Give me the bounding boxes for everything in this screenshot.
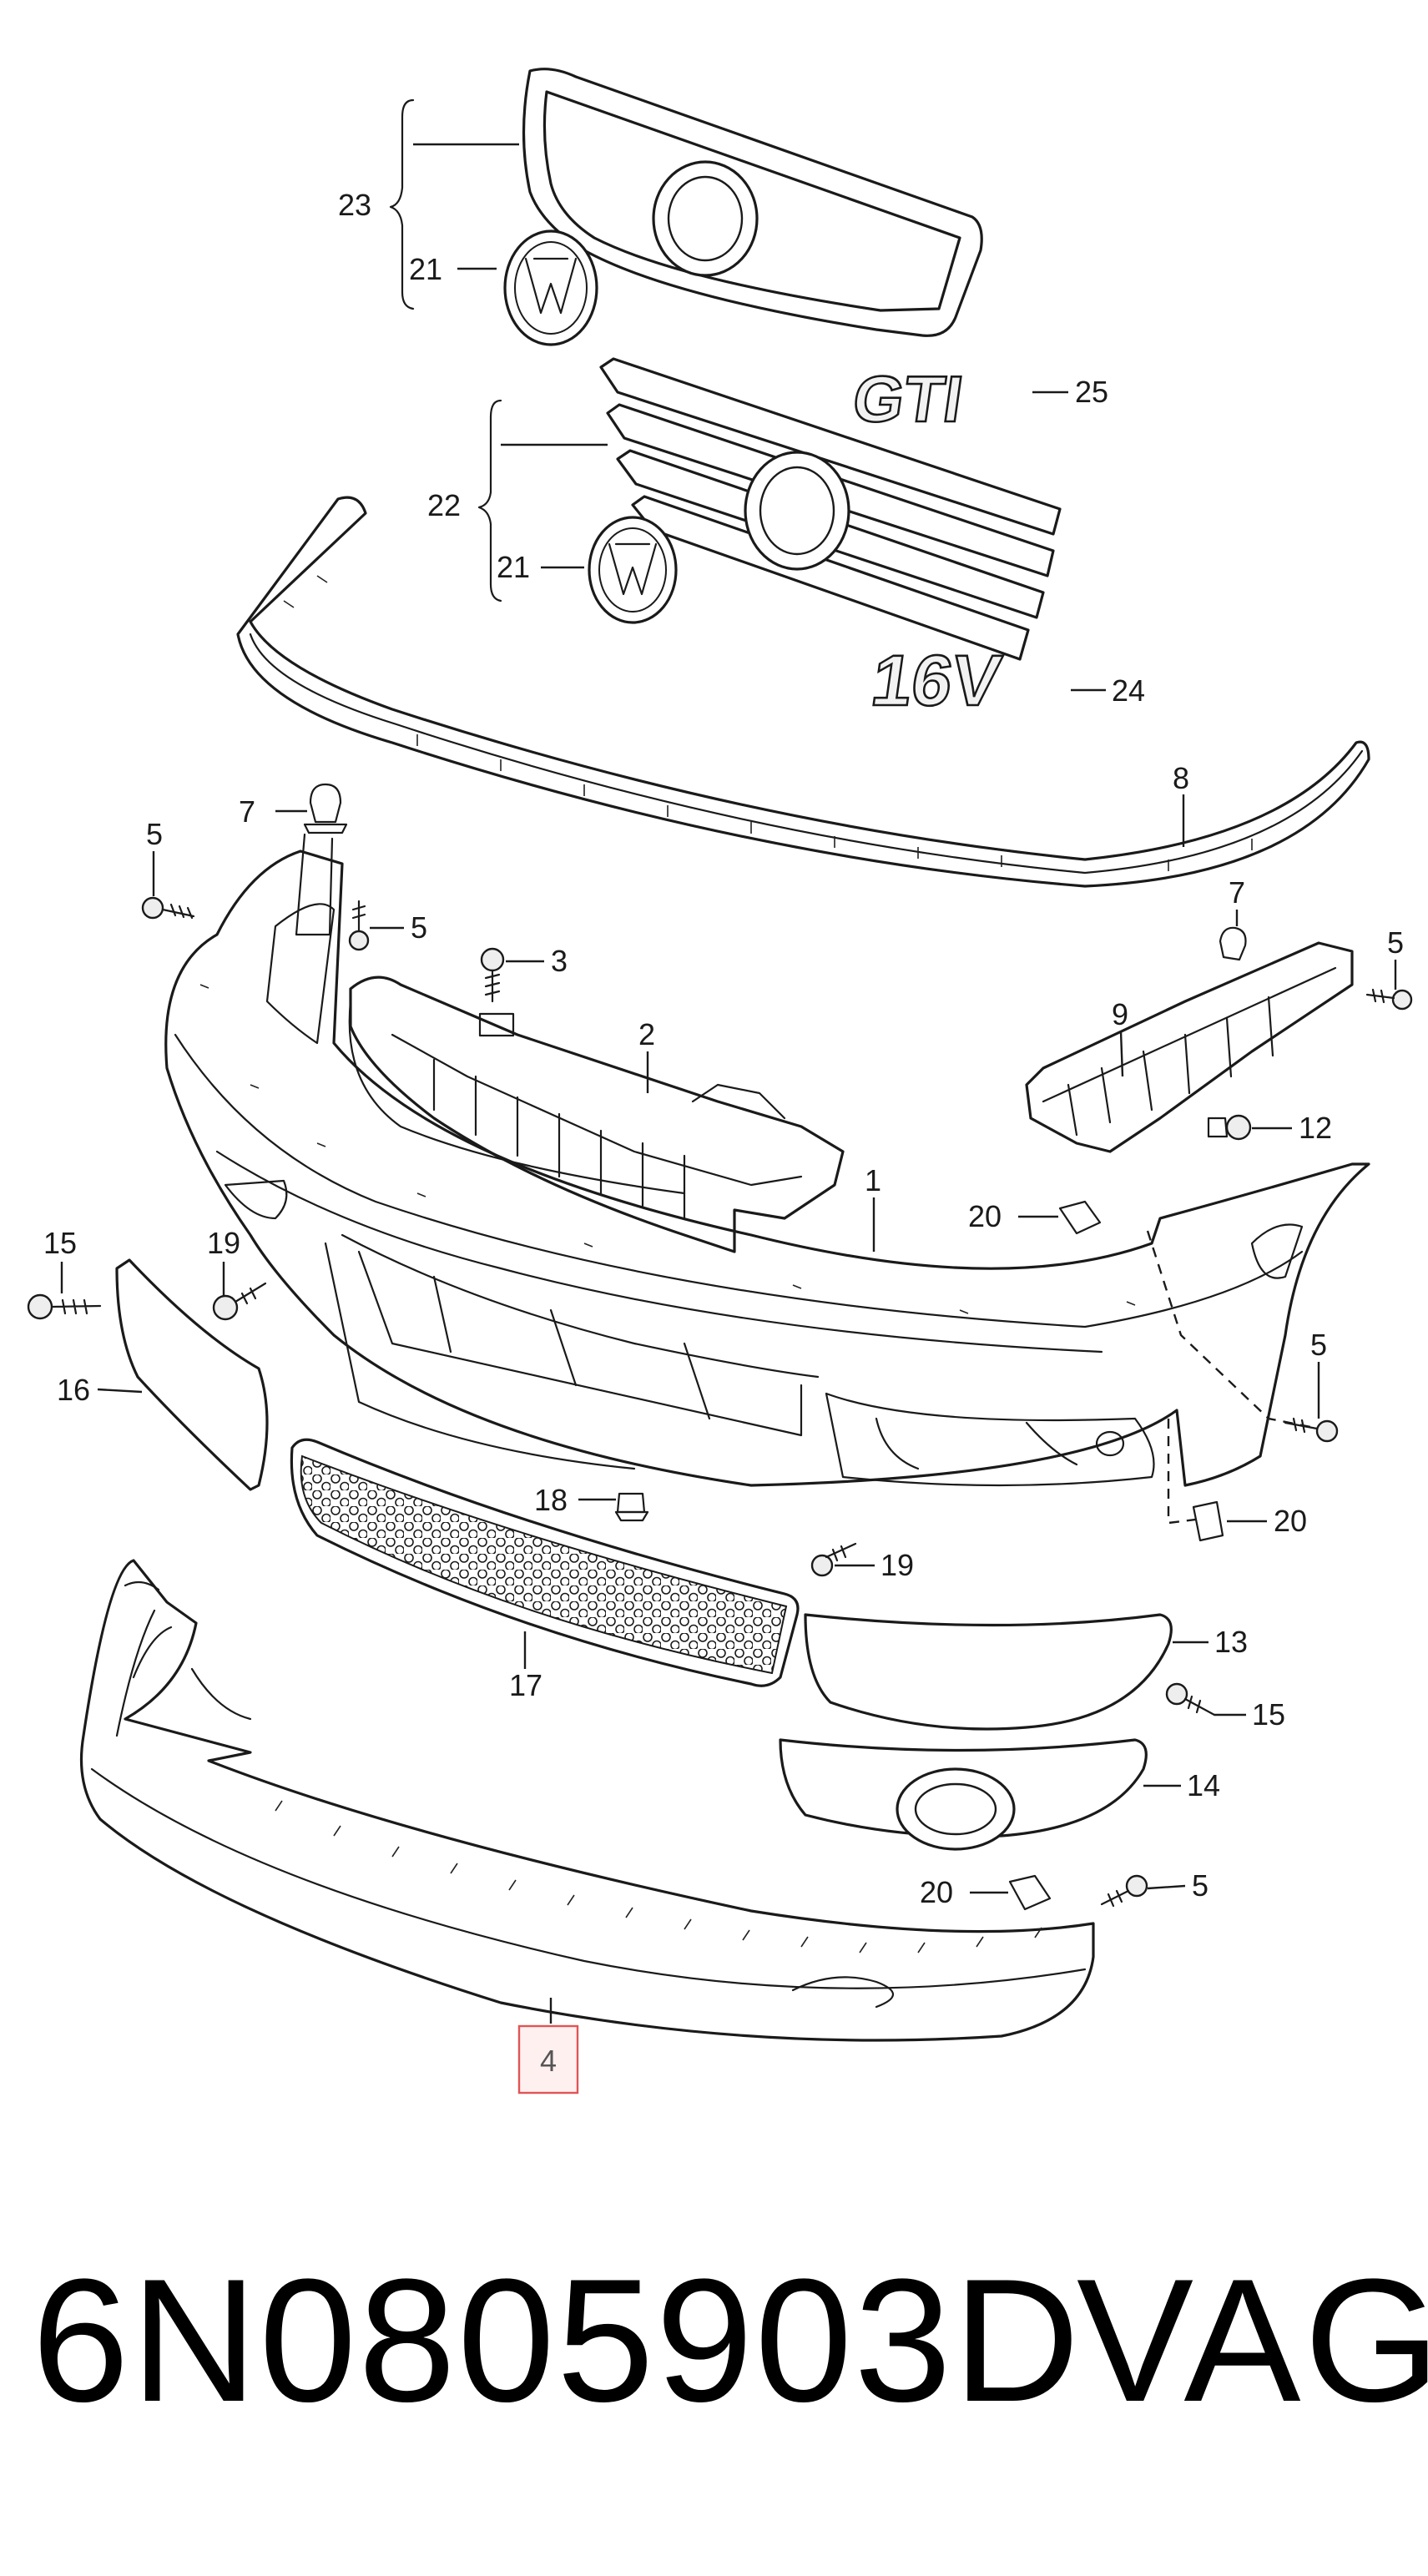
screw-part-19b bbox=[810, 1542, 857, 1577]
side-bracket-part-9 bbox=[1025, 941, 1354, 1153]
callout-4: 4 bbox=[540, 2044, 557, 2078]
callout-19b: 19 bbox=[881, 1548, 914, 1582]
clip-part-7 bbox=[295, 783, 348, 936]
leader-lines bbox=[60, 98, 1397, 2024]
screw-part-15b bbox=[1165, 1682, 1216, 1716]
screw-part-5c bbox=[1365, 988, 1413, 1011]
callout-7: 7 bbox=[239, 794, 255, 829]
callout-3: 3 bbox=[551, 944, 568, 978]
callout-17: 17 bbox=[509, 1668, 542, 1702]
front-spoiler-part-4 bbox=[79, 1559, 1095, 2042]
screw-part-5b bbox=[348, 900, 370, 951]
callout-13: 13 bbox=[1214, 1625, 1248, 1659]
callout-2: 2 bbox=[638, 1017, 655, 1051]
side-grille-part-16 bbox=[115, 1258, 269, 1491]
highlight-box-part-4 bbox=[517, 2024, 579, 2095]
callout-19: 19 bbox=[207, 1226, 240, 1260]
slat-grille-part-22 bbox=[599, 357, 1062, 661]
callout-5e: 5 bbox=[1192, 1868, 1209, 1903]
callout-5b: 5 bbox=[411, 910, 427, 945]
16v-badge-text: 16V bbox=[867, 641, 1007, 721]
callout-21b: 21 bbox=[497, 550, 530, 584]
callout-labels: 23 21 25 22 21 24 8 7 5 5 3 2 7 5 9 12 1… bbox=[43, 188, 1404, 2095]
assembly-line bbox=[1146, 1230, 1311, 1429]
mesh-grille-part-13 bbox=[804, 1613, 1173, 1731]
screw-part-15a bbox=[27, 1293, 102, 1320]
assembly-line-2 bbox=[1167, 1419, 1203, 1525]
exploded-parts-diagram: GTI 16V bbox=[27, 68, 1413, 2095]
callout-5d: 5 bbox=[1310, 1328, 1327, 1362]
nut-part-20c bbox=[1008, 1874, 1052, 1911]
trim-strip-part-8 bbox=[236, 496, 1370, 888]
callout-23: 23 bbox=[338, 188, 371, 222]
callout-9: 9 bbox=[1112, 997, 1128, 1031]
clip-part-7b bbox=[1219, 926, 1247, 961]
nut-part-20b bbox=[1192, 1500, 1224, 1542]
screw-part-3 bbox=[480, 947, 505, 1003]
center-bracket-part-2 bbox=[349, 975, 845, 1253]
part-number: 6N0805903D bbox=[32, 2242, 1082, 2438]
callout-20: 20 bbox=[968, 1199, 1002, 1233]
callout-1: 1 bbox=[865, 1163, 881, 1197]
callout-15: 15 bbox=[43, 1226, 77, 1260]
gti-badge-part-25: GTI bbox=[847, 361, 968, 436]
callout-7b: 7 bbox=[1229, 875, 1245, 910]
16v-badge-part-24: 16V bbox=[865, 640, 1007, 722]
callout-15b: 15 bbox=[1252, 1697, 1285, 1732]
gti-badge-text: GTI bbox=[849, 362, 967, 436]
callout-20b: 20 bbox=[1274, 1504, 1307, 1538]
callout-14: 14 bbox=[1187, 1768, 1220, 1802]
screw-part-5d bbox=[1284, 1417, 1339, 1443]
callout-8: 8 bbox=[1173, 761, 1189, 795]
screw-part-5e bbox=[1100, 1874, 1148, 1908]
vw-badge-part-21b bbox=[588, 516, 678, 624]
clip-part-12 bbox=[1207, 1114, 1252, 1141]
lower-grille-part-17 bbox=[290, 1438, 800, 1687]
screw-part-5a bbox=[141, 896, 195, 920]
callout-5: 5 bbox=[146, 817, 163, 851]
bumper-cover-part-1 bbox=[164, 849, 1370, 1487]
brand-name: VAG bbox=[1077, 2242, 1428, 2438]
fog-grille-part-14 bbox=[779, 1738, 1148, 1851]
callout-25: 25 bbox=[1075, 375, 1108, 409]
nut-part-18 bbox=[614, 1492, 649, 1522]
callout-21: 21 bbox=[409, 252, 442, 286]
nut-part-20a bbox=[1058, 1200, 1102, 1235]
vw-badge-part-21 bbox=[503, 229, 598, 346]
callout-18: 18 bbox=[534, 1483, 568, 1517]
callout-22: 22 bbox=[427, 488, 461, 522]
callout-24: 24 bbox=[1112, 673, 1145, 708]
callout-5c: 5 bbox=[1387, 925, 1404, 960]
honeycomb-grille-part-23 bbox=[522, 68, 983, 337]
callout-16: 16 bbox=[57, 1373, 90, 1407]
screw-part-19a bbox=[212, 1282, 267, 1321]
callout-12: 12 bbox=[1299, 1111, 1332, 1145]
callout-20c: 20 bbox=[920, 1875, 953, 1909]
